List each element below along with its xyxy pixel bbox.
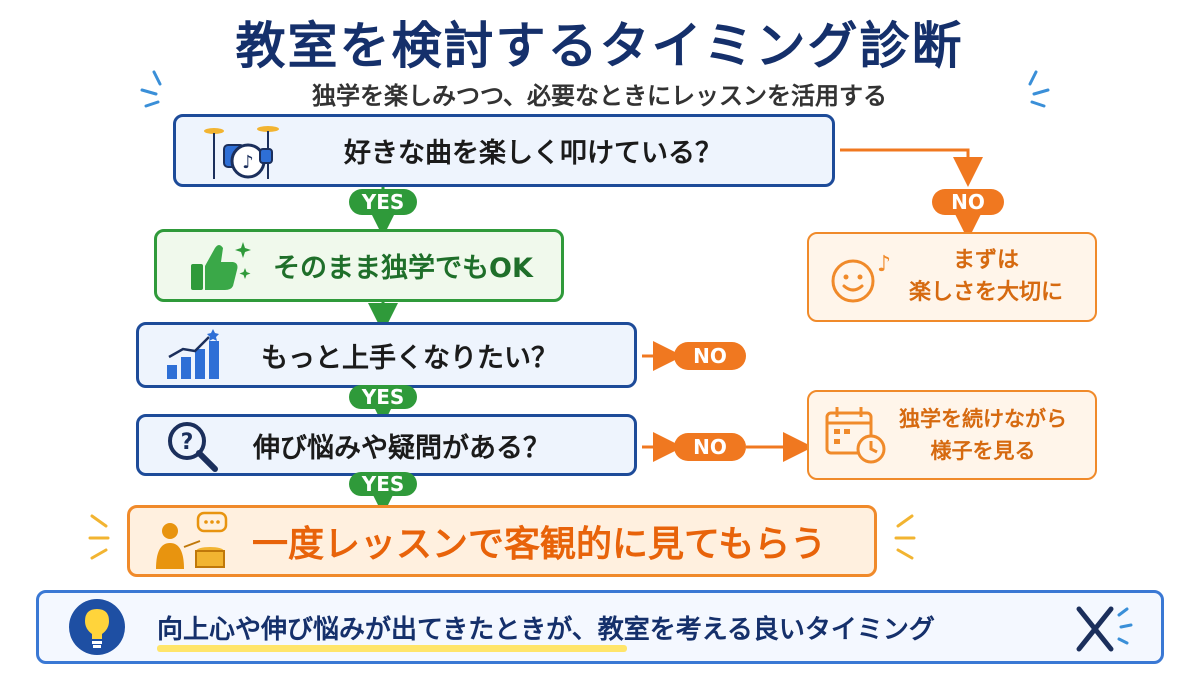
- drum-kit-icon: ♪: [204, 125, 279, 179]
- yes-badge-1: YES: [349, 189, 417, 215]
- result-enjoy-box: ♪ まずは 楽しさを大切に: [807, 232, 1097, 322]
- result-watch-box: 独学を続けながら 様子を見る: [807, 390, 1097, 480]
- question-magnifier-icon: ?: [168, 422, 218, 472]
- spark-final-left-icon: [88, 514, 110, 560]
- calendar-clock-icon: [825, 407, 886, 464]
- question-3-box: ? 伸び悩みや疑問がある？: [136, 414, 637, 476]
- sparkle-right-icon: [1028, 70, 1050, 108]
- sparkle-left-icon: [140, 70, 162, 108]
- question-3-text: 伸び悩みや疑問がある？: [253, 432, 550, 464]
- result-watch-line2: 様子を見る: [930, 439, 1036, 463]
- result-ok-box: そのまま独学でもOK: [154, 229, 564, 302]
- page-title: 教室を検討するタイミング診断: [235, 17, 964, 75]
- footer-highlight: [157, 644, 627, 652]
- footer-banner: 向上心や伸び悩みが出てきたときが、教室を考える良いタイミング: [36, 590, 1164, 664]
- question-2-text: もっと上手くなりたい？: [261, 342, 558, 374]
- lightbulb-icon: [69, 599, 125, 655]
- final-action-text: 一度レッスンで客観的に見てもらう: [252, 524, 827, 565]
- no-badge-1: NO: [932, 189, 1004, 215]
- no-badge-3: NO: [674, 433, 746, 461]
- result-ok-text: そのまま独学でもOK: [273, 253, 533, 284]
- question-1-box: ♪ 好きな曲を楽しく叩けている？: [173, 114, 835, 187]
- svg-text:?: ?: [181, 430, 194, 455]
- svg-text:♪: ♪: [877, 252, 891, 277]
- growth-chart-icon: [167, 329, 219, 379]
- yes-badge-2: YES: [349, 385, 417, 409]
- thumbs-up-icon: [191, 241, 251, 290]
- svg-text:♪: ♪: [242, 152, 254, 173]
- drumsticks-icon: [1076, 606, 1133, 652]
- footer-text: 向上心や伸び悩みが出てきたときが、教室を考える良いタイミング: [157, 614, 935, 645]
- final-action-box: 一度レッスンで客観的に見てもらう: [127, 505, 877, 577]
- footer-text-wrap: 向上心や伸び悩みが出てきたときが、教室を考える良いタイミング: [157, 609, 935, 652]
- result-enjoy-line2: 楽しさを大切に: [909, 280, 1064, 305]
- yes-badge-3: YES: [349, 472, 417, 496]
- question-2-box: もっと上手くなりたい？: [136, 322, 637, 388]
- teacher-drum-icon: [156, 511, 228, 569]
- smiley-icon: ♪: [831, 252, 891, 303]
- no-badge-2: NO: [674, 342, 746, 370]
- spark-final-right-icon: [894, 514, 916, 560]
- question-1-text: 好きな曲を楽しく叩けている？: [344, 138, 722, 169]
- result-enjoy-line1: まずは: [953, 248, 1020, 273]
- page-subtitle: 独学を楽しみつつ、必要なときにレッスンを活用する: [311, 82, 888, 110]
- result-watch-line1: 独学を続けながら: [899, 407, 1067, 431]
